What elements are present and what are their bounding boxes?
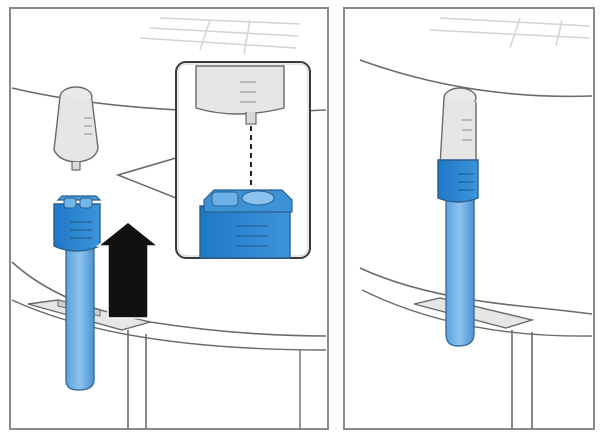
callout-tube-cap — [199, 205, 291, 259]
appliance-upper-edge-right — [359, 59, 593, 98]
appliance-base-edge — [11, 299, 327, 351]
nozzle-holder-right — [439, 87, 477, 166]
water-tube-left — [53, 195, 102, 391]
arrow-highlight — [94, 250, 108, 268]
appliance-leg-right — [511, 330, 533, 429]
magnifier-callout — [175, 61, 311, 259]
appliance-lower-edge-right — [359, 267, 593, 315]
callout-nozzle — [195, 65, 285, 115]
nozzle-holder — [53, 86, 99, 171]
grille-right — [429, 17, 591, 49]
panel-left — [9, 7, 329, 430]
water-tube-right — [437, 159, 479, 347]
grille-left — [139, 17, 301, 55]
arrow-up-icon — [95, 221, 161, 319]
appliance-leg — [127, 330, 147, 429]
panel-right — [343, 7, 595, 430]
